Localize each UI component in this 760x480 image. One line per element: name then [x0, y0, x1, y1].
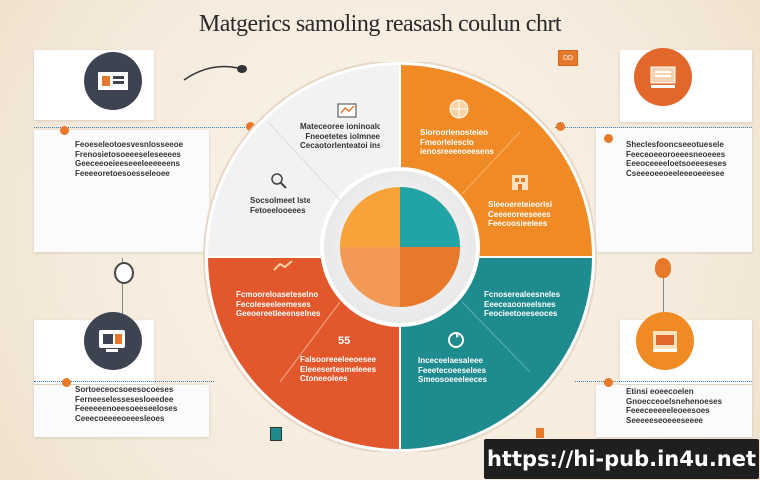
dotted-line	[34, 381, 214, 382]
segment-grey-text-2: Socsolmeet lstenis Fetoeelooeees	[250, 196, 310, 215]
text-line: Ceeeeoreeseees	[488, 209, 551, 219]
text-line: Feeeceeeeeleoeesoes	[626, 406, 710, 415]
dotted-line	[34, 127, 249, 128]
text-line: Feeeeoretoesoesseleoee	[75, 168, 170, 178]
connector-dot	[60, 126, 69, 135]
text-line: Falsooreeeleeoesee	[300, 355, 377, 364]
text-line: Ctoneeolees	[300, 374, 348, 383]
magnifier-icon	[270, 172, 288, 190]
pin-icon	[270, 427, 282, 441]
connector-dot	[556, 122, 565, 131]
segment-red-number: 55	[338, 335, 350, 347]
url-badge[interactable]: https://hi-pub.in4u.net	[484, 439, 759, 479]
drop-icon	[114, 262, 134, 284]
text-line: Geeceeoeieeseeeleeeeeens	[75, 159, 180, 168]
panel-top-right-text: Sheclesfooncseeotuesele Feeceoeeoroeeesn…	[626, 140, 748, 178]
panel-bottom-left-text: Sortoeceocsoeesocoeses Ferneeselessesesl…	[75, 385, 205, 423]
research-document-icon	[336, 102, 360, 120]
text-line: Feoeseleotoesvesnlosseeoe	[75, 140, 184, 149]
dotted-line	[555, 127, 752, 128]
text-line: Fcmooreloaseteselno	[236, 290, 319, 299]
flame-icon	[655, 258, 671, 278]
text-line: Sloroorlenosteleo	[420, 128, 489, 137]
segment-grey-text: Mateceoree ioninoalos Fneoetetes iolmnee…	[300, 122, 380, 151]
vertical-connector	[663, 258, 664, 318]
text-line: Eeeoceeeeloetsoeeeseses	[626, 159, 727, 168]
text-line: Geeoereetleeenselnes	[236, 309, 320, 318]
text-line: Fcnoserealeesneles	[484, 290, 561, 299]
panel-top-left-text: Feoeseleotoesvesnlosseeoe Frenosietosoee…	[75, 140, 205, 178]
divider	[279, 301, 341, 383]
text-line: Feeeeeenoeesoeeseeloses	[75, 404, 178, 413]
divider	[461, 301, 531, 373]
text-line: Sleeoereteieorlsi	[488, 200, 553, 209]
chart-icon	[272, 258, 294, 272]
panel-top-left-lower	[34, 130, 209, 252]
text-line: Eleeesertesmeleees	[300, 364, 377, 374]
text-line: Seeeeeseoeeeseeee	[626, 415, 703, 425]
segment-orange-text-2: Sleeoereteieorlsi Ceeeeoreeseees Feecoos…	[488, 200, 558, 229]
number-label: 55	[338, 335, 351, 347]
panel-bottom-left-lower	[34, 385, 209, 437]
panel-top-right-lower	[596, 128, 752, 252]
globe-icon	[448, 98, 470, 120]
corner-tag-label: DD	[562, 54, 574, 62]
text-line: Fmeorlelesclo	[420, 137, 474, 147]
segment-teal-text: Fcnoserealeesneles Eeeceaooneelsnes Feoc…	[484, 290, 564, 319]
divider	[461, 131, 521, 195]
text-line: Feocieetoeeseoces	[484, 309, 558, 318]
building-icon	[510, 172, 530, 192]
text-line: Cseeeoeeoeeleeeoeeesee	[626, 168, 725, 178]
text-line: Inceceelaesaleee	[418, 356, 483, 365]
text-line: Socsolmeet lstenis	[250, 196, 310, 205]
text-line: Frenosietosoeeeseleseeees	[75, 149, 181, 159]
text-line: ienosreeeeoeesens	[420, 147, 494, 156]
panel-bottom-right-text: Etinsi eoeecoelen Gnoecceoelsnehenoeses …	[626, 387, 748, 425]
text-line: Feeceoeeoroeeesneoeees	[626, 149, 726, 159]
text-line: Ferneeselessesesloeedee	[75, 394, 174, 404]
text-line: Feecoosieelees	[488, 219, 548, 228]
text-line: Smeosoeeeleeces	[418, 375, 487, 384]
computer-icon	[84, 312, 142, 370]
folder-icon	[636, 312, 694, 370]
text-line: Feeetecoeeselees	[418, 365, 487, 375]
divider	[267, 121, 341, 201]
corner-tag: DD	[558, 50, 578, 66]
center-slice-orange	[400, 247, 460, 307]
text-line: Eeeceaooneelsnes	[484, 299, 556, 309]
text-line: Ceeecoeeeeoeeesleoes	[75, 413, 165, 423]
document-stack-icon	[634, 48, 692, 106]
text-line: Sortoeceocsoeesocoeses	[75, 385, 174, 394]
text-line: Cecaotorlenteatoi ins	[300, 141, 380, 150]
title-connector	[183, 65, 247, 81]
segment-teal-text-2: Inceceelaesaleee Feeetecoeeselees Smeoso…	[418, 356, 502, 385]
vertical-connector	[122, 258, 123, 318]
text-line: Gnoecceoelsnehenoeses	[626, 396, 723, 406]
pin-icon	[536, 428, 544, 438]
segment-orange-text: Sloroorlenosteleo Fmeorlelesclo ienosree…	[420, 128, 500, 157]
text-line: Etinsi eoeecoelen	[626, 387, 694, 396]
center-slice-light	[340, 247, 400, 307]
url-text: https://hi-pub.in4u.net	[486, 447, 757, 471]
connector-dot	[62, 378, 71, 387]
center-slice-teal	[400, 187, 460, 247]
segment-red-text-2: Falsooreeeleeoesee Eleeesertesmeleees Ct…	[300, 355, 384, 384]
connector-dot	[604, 134, 613, 143]
text-line: Sheclesfooncseeotuesele	[626, 140, 724, 149]
circular-diagram	[203, 62, 597, 452]
connector-dot	[604, 378, 613, 387]
panel-bottom-right-lower	[596, 385, 752, 437]
text-line: Fecoleseeleemeses	[236, 299, 311, 309]
text-line: Fetoeelooeees	[250, 205, 306, 215]
recycle-icon	[446, 330, 466, 350]
text-line: Mateceoree ioninoalos	[300, 122, 380, 131]
connector-dot	[246, 122, 255, 131]
text-line: Fneoetetes iolmnee	[305, 131, 380, 141]
segment-red-text: Fcmooreloaseteselno Fecoleseeleemeses Ge…	[236, 290, 320, 319]
office-building-icon	[84, 52, 142, 110]
chart-title: Matgerics samoling reasash coulun chrt	[198, 11, 562, 37]
dotted-line	[575, 381, 752, 382]
